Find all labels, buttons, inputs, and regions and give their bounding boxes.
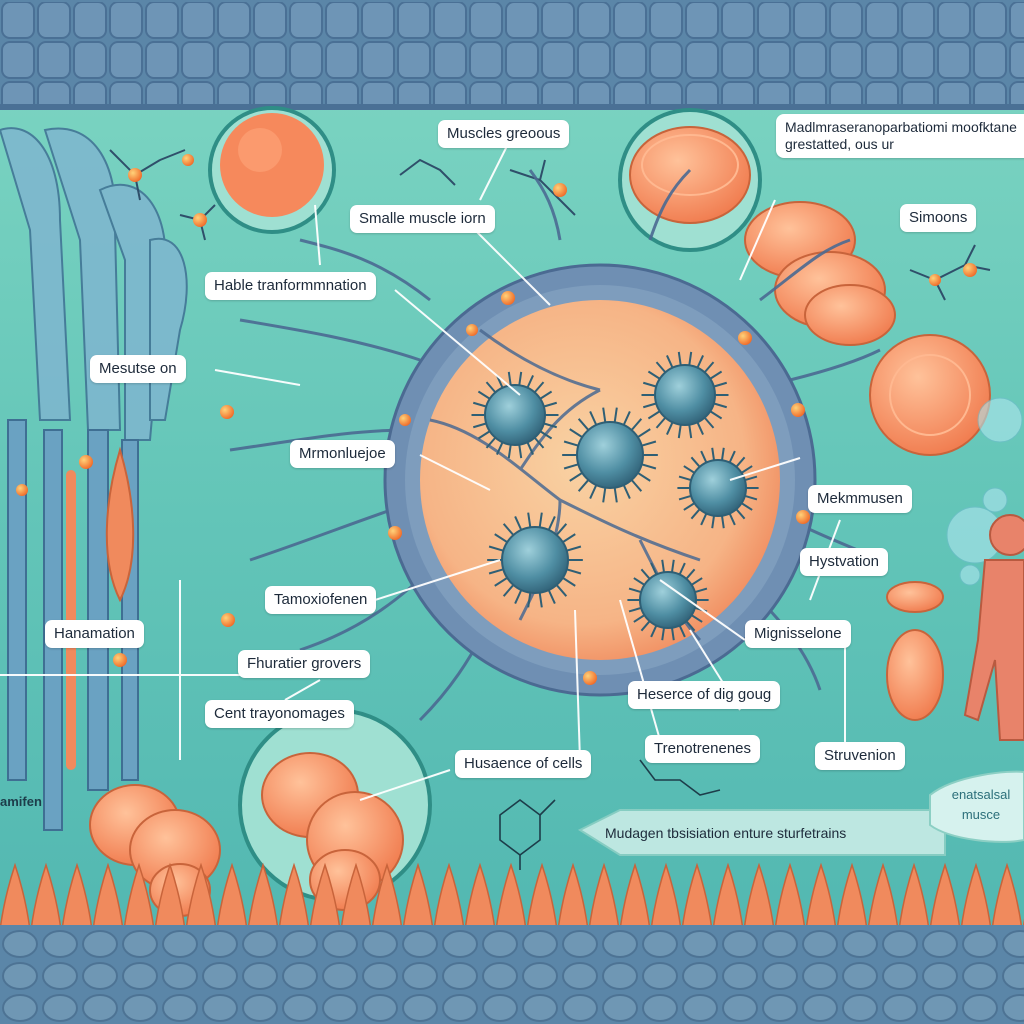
tissue-spike bbox=[464, 862, 496, 931]
label-small-muscle-ion: Smalle muscle iorn bbox=[350, 205, 495, 233]
tissue-spike bbox=[495, 862, 527, 931]
label-fhurater-grovers: Fhuratier grovers bbox=[238, 650, 371, 678]
tissue-spike bbox=[278, 862, 310, 931]
tissue-spike bbox=[681, 862, 713, 931]
label-mad-block: Madlmraseranoparbatiomi moofktane gresta… bbox=[776, 114, 1024, 158]
tissue-spike bbox=[557, 862, 589, 931]
label-husaence-of-cells: Husaence of cells bbox=[455, 750, 592, 778]
tissue-spike bbox=[185, 862, 217, 931]
tissue-spike bbox=[588, 862, 620, 931]
nucleus bbox=[677, 447, 759, 529]
label-amifen: amifen bbox=[0, 794, 42, 809]
tissue-spike bbox=[929, 862, 961, 931]
tissue-spike bbox=[402, 862, 434, 931]
tissue-spike bbox=[991, 862, 1023, 931]
tissue-spike bbox=[712, 862, 744, 931]
label-hanamation: Hanamation bbox=[45, 620, 144, 648]
label-mrmonluejoe: Mrmonluejoe bbox=[290, 440, 395, 468]
label-mekmmusen: Mekmmusen bbox=[808, 485, 912, 513]
tissue-spike bbox=[743, 862, 775, 931]
nucleus bbox=[627, 559, 709, 641]
label-hable-transformation: Hable tranformmnation bbox=[205, 272, 376, 300]
tissue-spike bbox=[309, 862, 341, 931]
label-struvenion: Struvenion bbox=[815, 742, 905, 770]
tissue-spike bbox=[92, 862, 124, 931]
tissue-spike bbox=[123, 862, 155, 931]
nucleus bbox=[641, 351, 729, 439]
label-tamoxiofenen: Tamoxiofenen bbox=[265, 586, 377, 614]
label-mesutse-on: Mesutse on bbox=[90, 355, 186, 383]
tissue-spike bbox=[247, 862, 279, 931]
tissue-spike bbox=[867, 862, 899, 931]
tissue-spike bbox=[154, 862, 186, 931]
nucleus bbox=[562, 407, 658, 503]
tissue-spike bbox=[619, 862, 651, 931]
nucleus bbox=[471, 371, 559, 459]
label-cent-trayonomages: Cent trayonomages bbox=[205, 700, 354, 728]
tissue-spike bbox=[61, 862, 93, 931]
tissue-spike bbox=[836, 862, 868, 931]
tissue-spike bbox=[30, 862, 62, 931]
tissue-spike bbox=[805, 862, 837, 931]
nucleus bbox=[487, 512, 583, 608]
label-trenotrenenes: Trenotrenenes bbox=[645, 735, 761, 763]
tissue-spike bbox=[960, 862, 992, 931]
tissue-spike bbox=[898, 862, 930, 931]
tissue-spike bbox=[650, 862, 682, 931]
tissue-spike bbox=[0, 862, 31, 931]
tissue-spike bbox=[774, 862, 806, 931]
tissue-spike bbox=[340, 862, 372, 931]
arrow-caption: Mudagen tbsisiation enture sturfetrains bbox=[605, 825, 847, 841]
label-hystvation: Hystvation bbox=[800, 548, 889, 576]
label-simoons: Simoons bbox=[900, 204, 977, 232]
muscle-callout-text: enatsalsal musce bbox=[951, 787, 1011, 822]
tissue-spike bbox=[371, 862, 403, 931]
tissue-spike bbox=[216, 862, 248, 931]
label-muscle-grooves: Muscles greoous bbox=[438, 120, 570, 148]
tissue-spike bbox=[433, 862, 465, 931]
label-migniselone: Mignisselone bbox=[745, 620, 851, 648]
label-hesence-of-dig-goug: Heserce of dig goug bbox=[628, 681, 781, 709]
tissue-spike bbox=[526, 862, 558, 931]
